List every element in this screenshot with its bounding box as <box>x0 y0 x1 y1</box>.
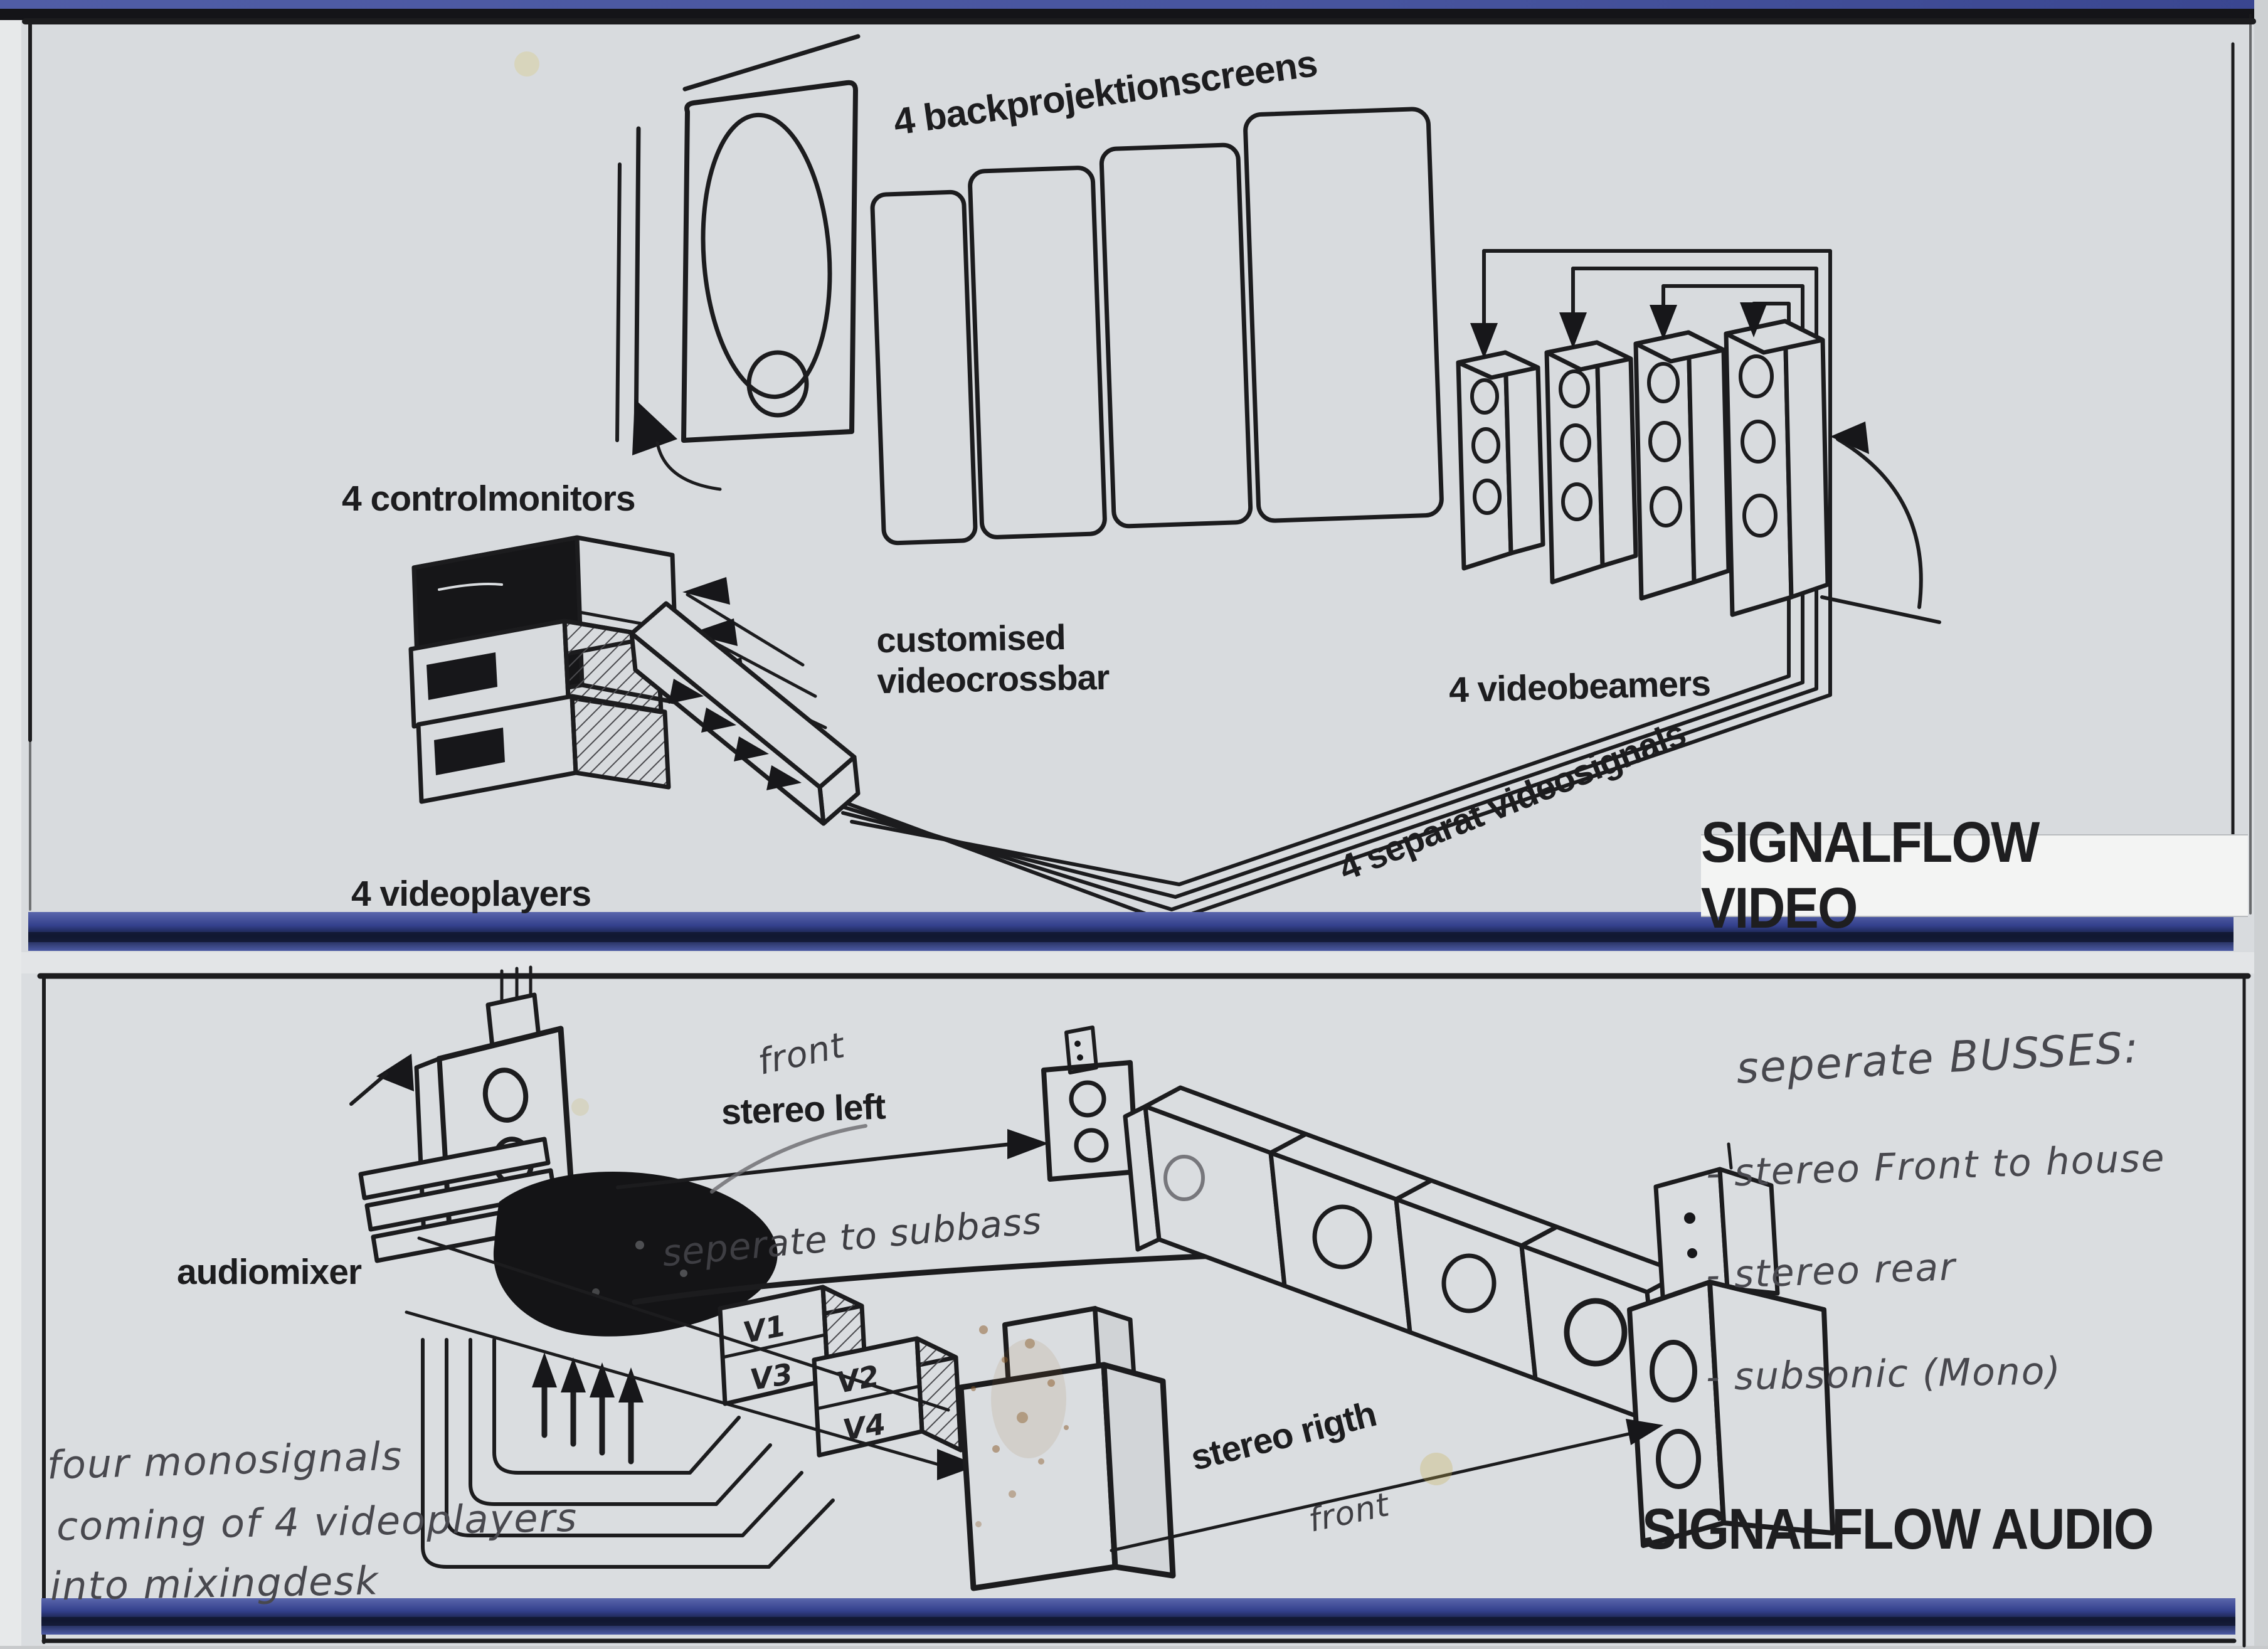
photo-edge-bottom <box>0 1646 2268 1649</box>
photo-edge-right <box>2254 0 2268 1649</box>
videoplayer-tag-v4: V4 <box>840 1407 888 1447</box>
mixer-input-arrows <box>532 1352 644 1465</box>
label-videocrossbar-line2: videocrossbar <box>877 657 1110 701</box>
label-stereo-left: stereo left <box>720 1086 886 1133</box>
crossbar-input-arrows <box>669 679 802 790</box>
audiomixer-device <box>358 1137 778 1337</box>
paper-stains <box>514 51 1453 1527</box>
video-panel-paper <box>21 19 2254 952</box>
right-speaker-stack <box>1627 1142 1835 1548</box>
backprojection-screen-large <box>632 80 858 491</box>
videoplayer-boxes <box>718 1285 963 1458</box>
hand-note-monosignals-line2: coming of 4 videoplayers <box>56 1494 578 1550</box>
projection-wall <box>615 34 861 445</box>
label-videoplayers: 4 videoplayers <box>351 874 591 914</box>
label-controlmonitors: 4 controlmonitors <box>342 479 636 519</box>
stereo-right-line <box>1110 1419 1663 1552</box>
label-videocrossbar-line1: customised <box>876 617 1066 660</box>
hand-note-monosignals-line1: four monosignals <box>46 1433 404 1488</box>
monosignal-wires <box>421 1338 835 1569</box>
hand-note-bus-item-3: - subsonic (Mono) <box>1705 1349 2062 1399</box>
label-audiomixer: audiomixer <box>177 1252 362 1292</box>
photo-edge-top-blue <box>0 0 2268 9</box>
videobeamer-2 <box>1544 340 1638 585</box>
hand-note-bus-item-2: - stereo rear <box>1705 1245 1957 1298</box>
video-title: SIGNALFLOW VIDEO <box>1701 810 2040 940</box>
audio-panel-border <box>37 973 2251 1648</box>
label-videocrossbar: customised videocrossbar <box>876 616 1110 701</box>
videobeamer-3 <box>1633 330 1731 601</box>
audio-title-wrap: SIGNALFLOW AUDIO <box>1642 1497 2210 1562</box>
subbass-speaker-row <box>1123 1085 1685 1428</box>
video-blue-marker-band <box>28 912 2234 951</box>
beamer-swivel-arrow <box>1820 422 1941 624</box>
videobeamer-4 <box>1724 319 1830 617</box>
front-speaker-lines <box>405 1236 978 1480</box>
label-videobeamers: 4 videobeamers <box>1448 663 1711 711</box>
panel-gap-paper <box>21 952 2254 973</box>
audio-title: SIGNALFLOW AUDIO <box>1642 1497 2154 1561</box>
photo-edge-left <box>0 0 21 1649</box>
projection-arrow <box>632 399 677 455</box>
videoplayers-stack <box>408 618 671 804</box>
video-panel-border <box>22 14 2256 915</box>
videobeamers <box>1456 249 1941 624</box>
photo-edge-top-black <box>0 9 2268 20</box>
beamer-input-arrows <box>1470 249 1767 359</box>
stereo-left-speaker <box>1041 1026 1139 1182</box>
video-title-strip: SIGNALFLOW VIDEO <box>1701 810 2248 940</box>
signal-routing-lines <box>824 249 1832 924</box>
backprojection-screens-row <box>870 107 1444 546</box>
videobeamer-1 <box>1456 350 1545 571</box>
audio-blue-marker-band <box>41 1598 2237 1643</box>
videocrossbar <box>629 601 861 826</box>
floor-speaker <box>958 1306 1176 1591</box>
videoplayer-tag-v3: V3 <box>748 1357 795 1397</box>
stereo-left-arrow <box>616 1129 1049 1189</box>
hand-note-monosignals-line3: into mixingdesk <box>50 1557 379 1609</box>
